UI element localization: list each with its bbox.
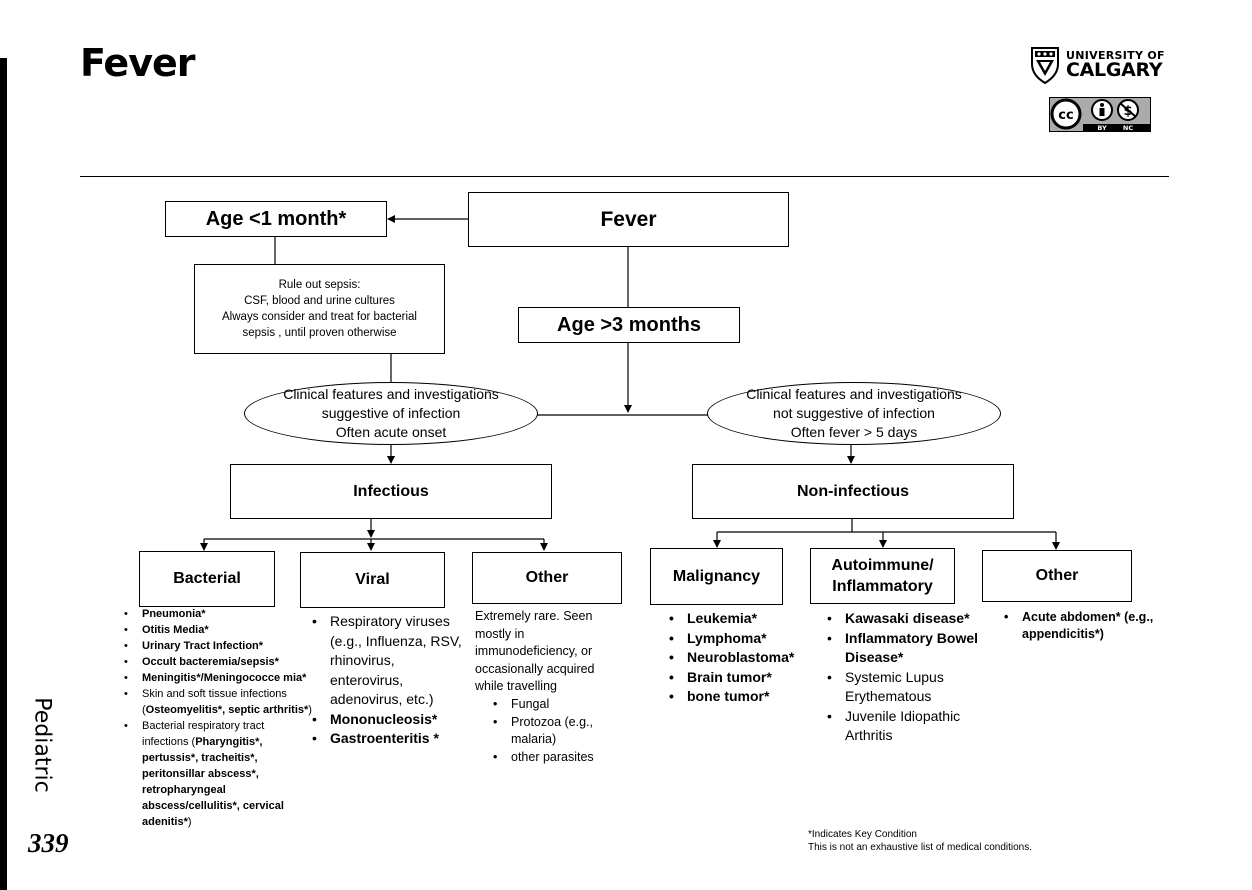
list-item: Neuroblastoma* — [669, 648, 827, 668]
list-item: Kawasaki disease* — [827, 609, 990, 629]
list-item: Occult bacteremia/sepsis* — [124, 654, 312, 670]
autoimmune-list: Kawasaki disease* Inflammatory Bowel Dis… — [827, 609, 990, 746]
viral-list: Respiratory viruses (e.g., Influenza, RS… — [312, 612, 465, 749]
shield-icon — [1031, 47, 1059, 84]
other-noninfectious-list: Acute abdomen* (e.g., appendicitis*) — [1004, 609, 1162, 643]
list-item: Fungal — [493, 696, 631, 714]
svg-text:BY: BY — [1097, 124, 1107, 132]
list-item: Otitis Media* — [124, 622, 312, 638]
list-item: Bacterial respiratory tract infections (… — [124, 718, 312, 830]
list-item: Leukemia* — [669, 609, 827, 629]
logo-line-1: UNIVERSITY OF — [1066, 49, 1165, 62]
svg-text:$: $ — [1123, 104, 1132, 119]
list-item: Respiratory viruses (e.g., Influenza, RS… — [312, 612, 465, 710]
infectious-node: Infectious — [230, 464, 552, 519]
viral-node: Viral — [300, 552, 445, 608]
page-title: Fever — [80, 41, 195, 85]
bacterial-list: Pneumonia* Otitis Media* Urinary Tract I… — [124, 606, 312, 830]
cc-by-nc-badge-icon: cc $ BY NC — [1049, 97, 1151, 132]
malignancy-node: Malignancy — [650, 548, 783, 605]
header-divider — [80, 176, 1169, 177]
list-item: Systemic Lupus Erythematous — [827, 668, 990, 707]
list-item: Urinary Tract Infection* — [124, 638, 312, 654]
autoimmune-node: Autoimmune/ Inflammatory — [810, 548, 955, 604]
infection-features-node: Clinical features and investigations sug… — [244, 382, 538, 445]
other-infectious-intro: Extremely rare. Seen mostly in immunodef… — [475, 609, 595, 693]
age-under-1-month-node: Age <1 month* — [165, 201, 387, 237]
rule-out-sepsis-node: Rule out sepsis: CSF, blood and urine cu… — [194, 264, 445, 354]
footnote: *Indicates Key Condition This is not an … — [808, 829, 1032, 853]
list-item: Acute abdomen* (e.g., appendicitis*) — [1004, 609, 1162, 643]
other-infectious-node: Other — [472, 552, 622, 604]
bacterial-node: Bacterial — [139, 551, 275, 607]
other-infectious-list: Fungal Protozoa (e.g., malaria) other pa… — [493, 696, 631, 766]
list-item: Pneumonia* — [124, 606, 312, 622]
list-item: Protozoa (e.g., malaria) — [493, 714, 631, 749]
non-infection-features-node: Clinical features and investigations not… — [707, 382, 1001, 445]
list-item: Brain tumor* — [669, 668, 827, 688]
page-number: 339 — [28, 828, 69, 858]
logo-line-2: CALGARY — [1066, 59, 1163, 81]
svg-text:NC: NC — [1123, 124, 1133, 132]
list-item: Lymphoma* — [669, 629, 827, 649]
list-item: Gastroenteritis * — [312, 729, 465, 749]
list-item: Juvenile Idiopathic Arthritis — [827, 707, 990, 746]
non-infectious-node: Non-infectious — [692, 464, 1014, 519]
fever-node: Fever — [468, 192, 789, 247]
list-item: Inflammatory Bowel Disease* — [827, 629, 990, 668]
list-item: bone tumor* — [669, 687, 827, 707]
university-logo: UNIVERSITY OF CALGARY — [1030, 46, 1165, 84]
list-item: other parasites — [493, 749, 631, 767]
age-over-3-months-node: Age >3 months — [518, 307, 740, 343]
sidebar-bar — [0, 58, 7, 890]
list-item: Skin and soft tissue infections (Osteomy… — [124, 686, 312, 718]
list-item: Mononucleosis* — [312, 710, 465, 730]
other-noninfectious-node: Other — [982, 550, 1132, 602]
list-item: Meningitis*/Meningococce mia* — [124, 670, 312, 686]
svg-text:cc: cc — [1058, 108, 1073, 123]
malignancy-list: Leukemia* Lymphoma* Neuroblastoma* Brain… — [669, 609, 827, 707]
